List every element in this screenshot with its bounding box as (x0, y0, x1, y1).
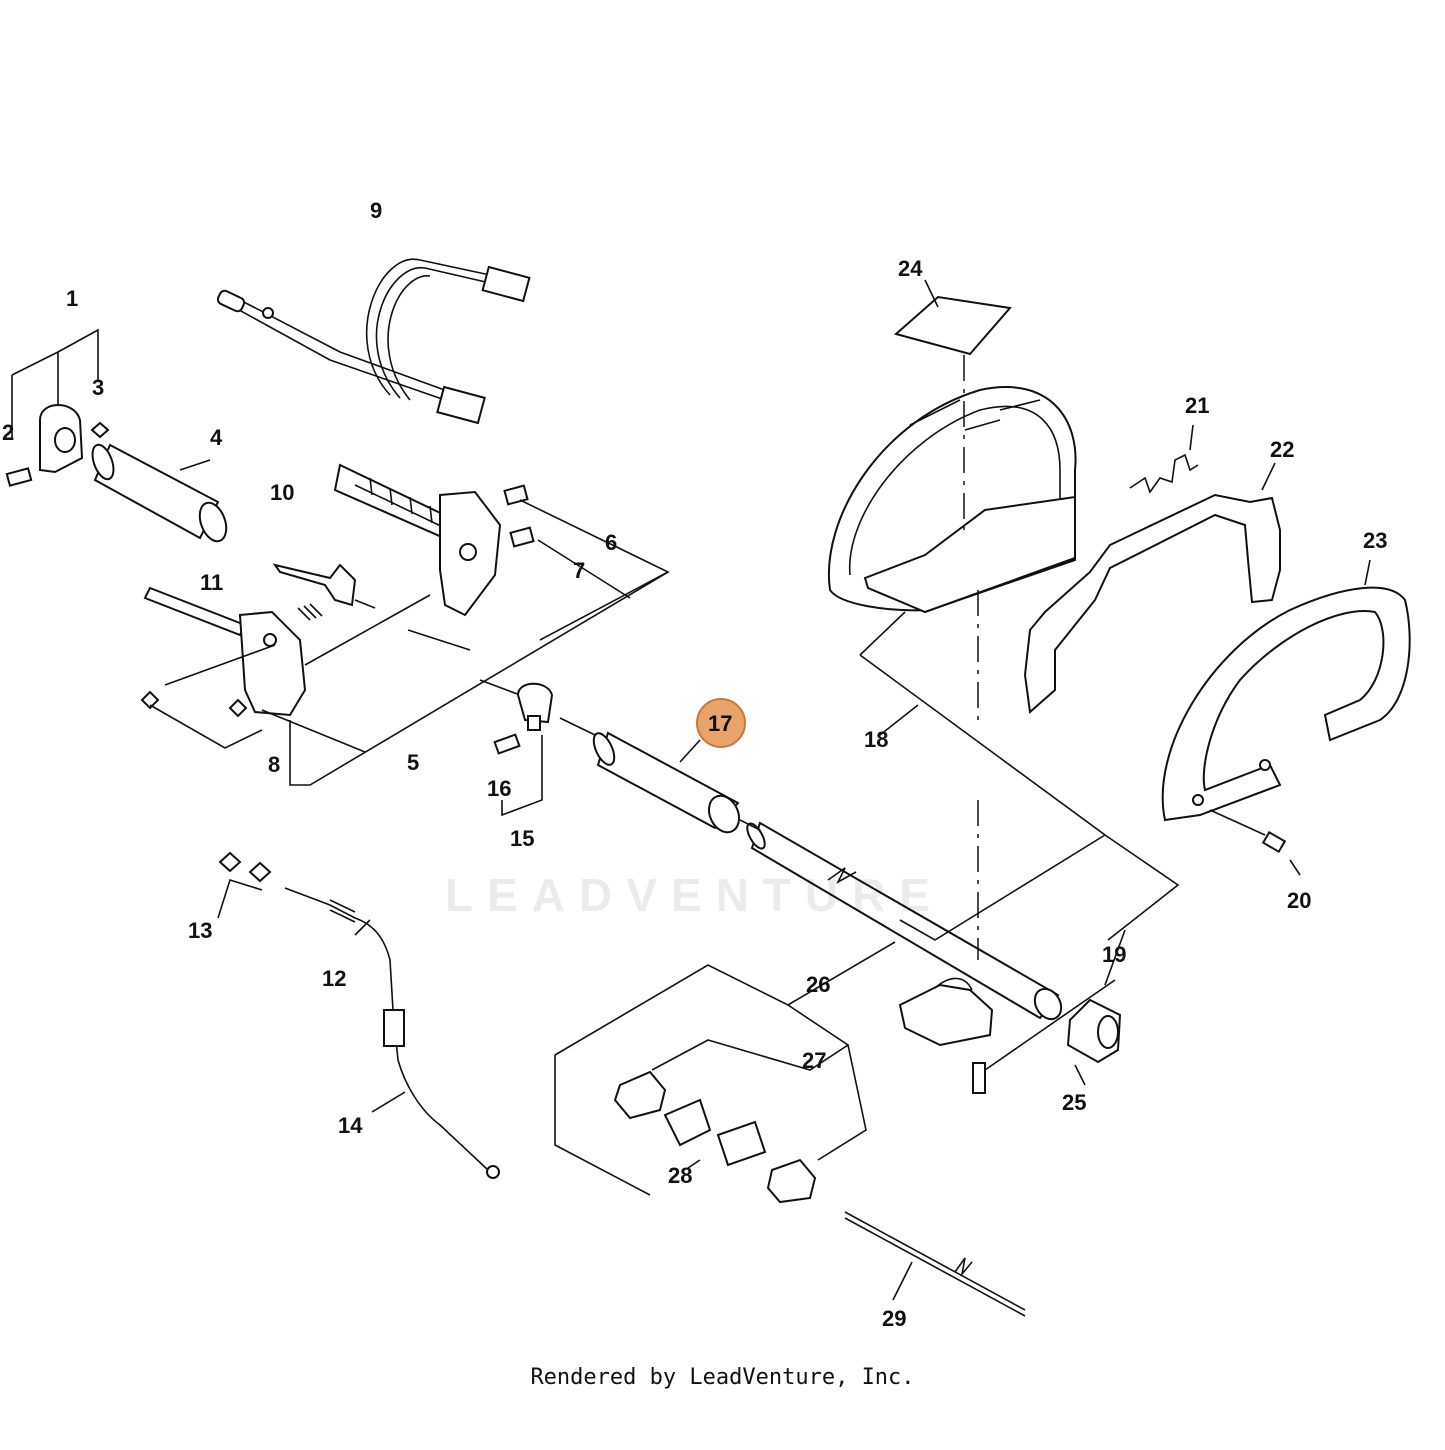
callout-9[interactable]: 9 (370, 198, 382, 223)
gear-case-gasket-part[interactable] (1161, 586, 1411, 822)
grip-tube-part[interactable] (88, 442, 231, 545)
shaft-bracket-part[interactable] (898, 977, 994, 1094)
callout-11[interactable]: 11 (200, 570, 223, 595)
wire-harness-part[interactable] (216, 258, 531, 425)
flex-drive-cable-part[interactable] (844, 1211, 1026, 1317)
callout-17-highlight[interactable]: 17 (696, 698, 746, 748)
callout-15[interactable]: 15 (510, 826, 534, 851)
callout-18[interactable]: 18 (864, 727, 888, 752)
callout-25[interactable]: 25 (1062, 1090, 1086, 1115)
callout-12[interactable]: 12 (322, 966, 346, 991)
callout-10[interactable]: 10 (270, 480, 294, 505)
callout-labels: 1 2 3 4 5 6 7 8 9 10 11 12 13 14 15 16 1… (2, 198, 1387, 1331)
footer-credit: Rendered by LeadVenture, Inc. (530, 1365, 915, 1390)
callout-26[interactable]: 26 (806, 972, 830, 997)
spring-clip-part[interactable] (1129, 453, 1199, 494)
coupling-part[interactable] (613, 1070, 817, 1204)
screws-6-7[interactable] (503, 484, 535, 548)
callout-29[interactable]: 29 (882, 1306, 906, 1331)
callout-4[interactable]: 4 (210, 425, 223, 450)
callout-6[interactable]: 6 (605, 530, 617, 555)
gasket-part[interactable] (1023, 493, 1281, 714)
throttle-cable-part[interactable] (218, 851, 500, 1179)
callout-8[interactable]: 8 (268, 752, 280, 777)
callout-19[interactable]: 19 (1102, 942, 1126, 967)
callout-20[interactable]: 20 (1287, 888, 1311, 913)
callout-23[interactable]: 23 (1363, 528, 1387, 553)
callout-7[interactable]: 7 (573, 558, 585, 583)
main-shaft-part[interactable] (744, 821, 1067, 1024)
shaft-clamp-part[interactable] (493, 682, 554, 755)
callout-22[interactable]: 22 (1270, 437, 1294, 462)
callout-3[interactable]: 3 (92, 375, 104, 400)
throttle-lever-part[interactable] (272, 563, 357, 621)
watermark-text: LEADVENTURE (445, 869, 945, 921)
callout-27[interactable]: 27 (802, 1048, 826, 1073)
callout-1[interactable]: 1 (66, 286, 78, 311)
callout-24[interactable]: 24 (898, 256, 923, 281)
callout-17[interactable]: 17 (708, 711, 732, 736)
handle-clamp-part[interactable] (5, 404, 110, 487)
gear-case-part[interactable] (827, 295, 1077, 614)
callout-14[interactable]: 14 (338, 1113, 363, 1138)
callout-28[interactable]: 28 (668, 1163, 692, 1188)
callout-16[interactable]: 16 (487, 776, 511, 801)
callout-21[interactable]: 21 (1185, 393, 1209, 418)
bushing-part[interactable] (1066, 998, 1122, 1064)
grip-sleeve-part-17[interactable] (590, 730, 745, 837)
callout-2[interactable]: 2 (2, 420, 14, 445)
callout-5[interactable]: 5 (407, 750, 419, 775)
callout-13[interactable]: 13 (188, 918, 212, 943)
